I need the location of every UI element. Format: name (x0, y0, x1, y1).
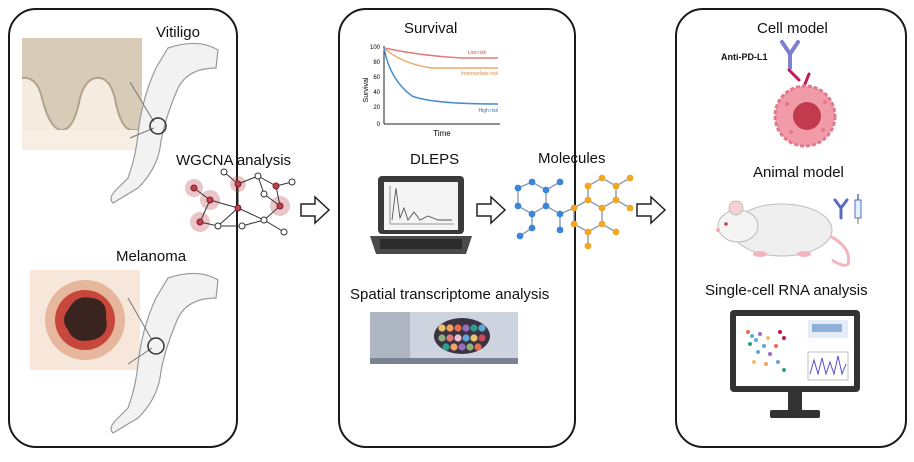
mouse-illustration (716, 200, 851, 267)
tumor-cell-illustration (773, 68, 837, 148)
ytick-label: 80 (373, 60, 380, 66)
monitor-illustration (730, 310, 860, 418)
arrow-right-icon (300, 195, 331, 225)
survival-xlabel: Time (433, 129, 451, 138)
ytick-label: 20 (373, 105, 380, 111)
dleps-label: DLEPS (410, 151, 460, 168)
ytick-label: 40 (373, 90, 380, 96)
legend-high-risk: High risk (479, 108, 499, 114)
animal-model-label: Animal model (753, 164, 844, 181)
antibody-icon (833, 198, 849, 220)
survival-ylabel: Survival (363, 77, 370, 102)
melanoma-label: Melanoma (116, 248, 187, 265)
vitiligo-label: Vitiligo (156, 24, 200, 41)
ytick-label: 60 (373, 75, 380, 81)
wgcna-label: WGCNA analysis (176, 152, 292, 169)
arrow-right-icon (636, 195, 667, 225)
laptop-illustration (370, 176, 472, 254)
melanoma-lesion-illustration (30, 270, 140, 370)
arrow-right-icon (476, 195, 507, 225)
molecule-illustration (514, 174, 634, 250)
arm-illustration-bottom (110, 272, 219, 434)
gene-network-illustration (185, 168, 296, 236)
intermediate-risk-curve (383, 47, 498, 69)
syringe-icon (854, 194, 862, 224)
spatial-slide-illustration (370, 312, 518, 364)
anti-pd-l1-label: Anti-PD-L1 (721, 52, 768, 62)
legend-low-risk: Low risk (468, 50, 487, 56)
cell-model-label: Cell model (757, 20, 828, 37)
arm-illustration-top (110, 42, 219, 204)
antibody-icon (780, 40, 800, 70)
low-risk-curve (383, 47, 498, 59)
ytick-label: 100 (370, 45, 381, 51)
survival-chart: 100 80 60 40 20 0 Survival Time Low risk… (363, 45, 500, 138)
molecules-label: Molecules (538, 150, 606, 167)
skin-section-illustration (21, 38, 142, 150)
spatial-label: Spatial transcriptome analysis (350, 286, 550, 303)
survival-title: Survival (404, 20, 458, 37)
high-risk-curve (383, 47, 499, 105)
legend-intermediate-risk: Intermediate risk (461, 71, 498, 77)
scrna-label: Single-cell RNA analysis (705, 282, 868, 299)
ytick-label: 0 (377, 122, 381, 128)
